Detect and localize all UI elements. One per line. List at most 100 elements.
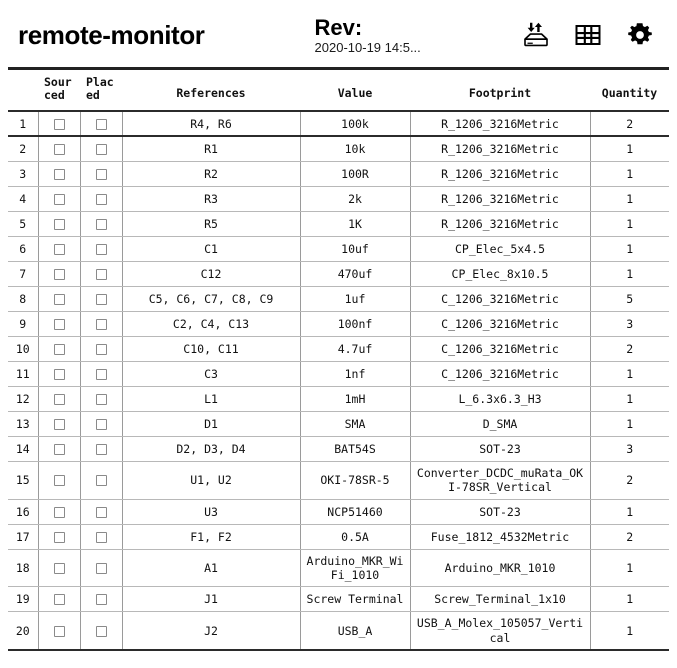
references-cell: D2, D3, D4 bbox=[122, 436, 301, 462]
sourced-checkbox[interactable] bbox=[53, 531, 65, 543]
sourced-checkbox[interactable] bbox=[53, 193, 65, 205]
row-number-cell: 12 bbox=[8, 386, 39, 412]
value-cell: 1nf bbox=[300, 361, 411, 387]
placed-checkbox[interactable] bbox=[95, 293, 107, 305]
placed-cell bbox=[80, 361, 123, 387]
header-divider bbox=[8, 67, 669, 70]
sourced-checkbox[interactable] bbox=[53, 506, 65, 518]
placed-checkbox[interactable] bbox=[95, 343, 107, 355]
placed-cell bbox=[80, 311, 123, 337]
value-cell: 0.5A bbox=[300, 524, 411, 550]
footprint-cell: R_1206_3216Metric bbox=[410, 111, 591, 138]
row-number-cell: 15 bbox=[8, 461, 39, 500]
column-header-sourced[interactable]: Sourced bbox=[38, 70, 80, 113]
sourced-checkbox[interactable] bbox=[53, 144, 65, 155]
revision-label: Rev: bbox=[314, 14, 363, 40]
placed-checkbox[interactable] bbox=[95, 118, 107, 130]
value-cell: 470uf bbox=[300, 261, 411, 287]
value-cell: 10k bbox=[300, 136, 411, 162]
placed-checkbox[interactable] bbox=[95, 562, 107, 574]
sourced-cell bbox=[38, 499, 81, 525]
sourced-checkbox[interactable] bbox=[53, 443, 65, 455]
sourced-cell bbox=[38, 186, 81, 212]
references-cell: L1 bbox=[122, 386, 301, 412]
sourced-checkbox[interactable] bbox=[53, 475, 65, 487]
sourced-checkbox[interactable] bbox=[53, 368, 65, 380]
settings-gear-icon[interactable] bbox=[623, 18, 657, 52]
quantity-cell: 1 bbox=[590, 499, 669, 525]
value-cell: USB_A bbox=[300, 611, 411, 652]
footprint-cell: L_6.3x6.3_H3 bbox=[410, 386, 591, 412]
footprint-cell: D_SMA bbox=[410, 411, 591, 437]
placed-checkbox[interactable] bbox=[95, 243, 107, 255]
column-header-placed[interactable]: Placed bbox=[80, 70, 122, 113]
sourced-checkbox[interactable] bbox=[53, 562, 65, 574]
placed-checkbox[interactable] bbox=[95, 144, 107, 155]
placed-cell bbox=[80, 586, 123, 613]
references-cell: C10, C11 bbox=[122, 336, 301, 362]
placed-checkbox[interactable] bbox=[95, 443, 107, 455]
row-number-cell: 11 bbox=[8, 361, 39, 387]
placed-checkbox[interactable] bbox=[95, 268, 107, 280]
references-cell: J2 bbox=[122, 611, 301, 652]
sourced-checkbox[interactable] bbox=[53, 594, 65, 606]
sourced-checkbox[interactable] bbox=[53, 625, 65, 637]
sourced-checkbox[interactable] bbox=[53, 218, 65, 230]
placed-checkbox[interactable] bbox=[95, 218, 107, 230]
import-export-icon[interactable] bbox=[519, 18, 553, 52]
row-number-cell: 19 bbox=[8, 586, 39, 613]
column-header-quantity[interactable]: Quantity bbox=[590, 70, 669, 113]
quantity-cell: 2 bbox=[590, 336, 669, 362]
placed-checkbox[interactable] bbox=[95, 168, 107, 180]
placed-checkbox[interactable] bbox=[95, 475, 107, 487]
placed-checkbox[interactable] bbox=[95, 594, 107, 606]
footprint-cell: CP_Elec_8x10.5 bbox=[410, 261, 591, 287]
placed-checkbox[interactable] bbox=[95, 393, 107, 405]
footprint-cell: Arduino_MKR_1010 bbox=[410, 549, 591, 588]
sourced-checkbox[interactable] bbox=[53, 168, 65, 180]
references-cell: C12 bbox=[122, 261, 301, 287]
column-header-footprint[interactable]: Footprint bbox=[410, 70, 590, 113]
column-header-value[interactable]: Value bbox=[300, 70, 410, 113]
placed-checkbox[interactable] bbox=[95, 506, 107, 518]
placed-checkbox[interactable] bbox=[95, 318, 107, 330]
references-cell: C2, C4, C13 bbox=[122, 311, 301, 337]
placed-checkbox[interactable] bbox=[95, 418, 107, 430]
placed-checkbox[interactable] bbox=[95, 368, 107, 380]
placed-cell bbox=[80, 499, 123, 525]
placed-cell bbox=[80, 136, 123, 162]
placed-cell bbox=[80, 261, 123, 287]
sourced-cell bbox=[38, 136, 81, 162]
placed-checkbox[interactable] bbox=[95, 531, 107, 543]
placed-cell bbox=[80, 411, 123, 437]
sourced-checkbox[interactable] bbox=[53, 118, 65, 130]
sourced-checkbox[interactable] bbox=[53, 393, 65, 405]
sourced-cell bbox=[38, 311, 81, 337]
quantity-cell: 1 bbox=[590, 261, 669, 287]
quantity-cell: 2 bbox=[590, 111, 669, 138]
sourced-cell bbox=[38, 386, 81, 412]
placed-cell bbox=[80, 436, 123, 462]
value-cell: 100k bbox=[300, 111, 411, 138]
references-cell: R3 bbox=[122, 186, 301, 212]
placed-checkbox[interactable] bbox=[95, 625, 107, 637]
sourced-checkbox[interactable] bbox=[53, 293, 65, 305]
sourced-checkbox[interactable] bbox=[53, 268, 65, 280]
sourced-checkbox[interactable] bbox=[53, 343, 65, 355]
placed-checkbox[interactable] bbox=[95, 193, 107, 205]
placed-cell bbox=[80, 611, 123, 652]
sourced-checkbox[interactable] bbox=[53, 318, 65, 330]
sourced-checkbox[interactable] bbox=[53, 243, 65, 255]
grid-view-icon[interactable] bbox=[571, 18, 605, 52]
column-header-number[interactable] bbox=[8, 70, 38, 113]
sourced-checkbox[interactable] bbox=[53, 418, 65, 430]
column-header-references[interactable]: References bbox=[122, 70, 300, 113]
